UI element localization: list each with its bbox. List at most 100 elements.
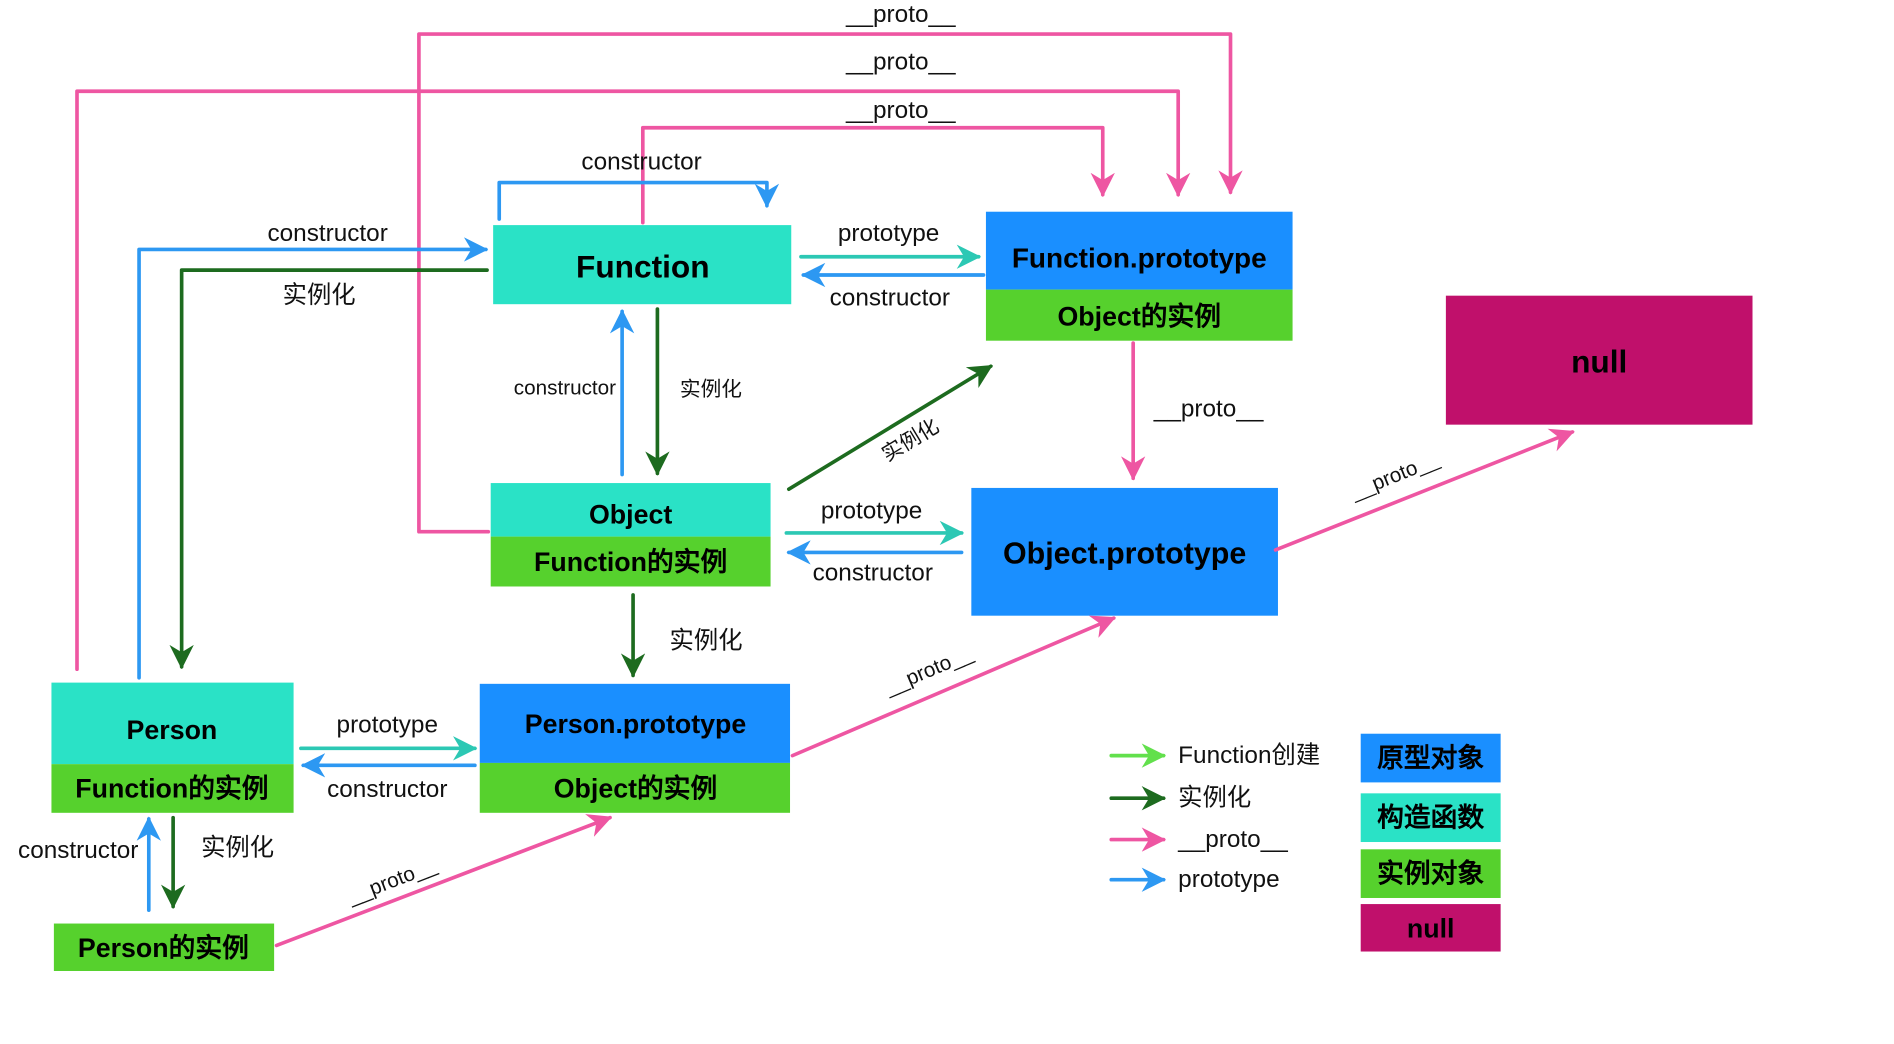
constructor-label: constructor xyxy=(327,776,447,803)
legend-proto: __proto__ xyxy=(1109,826,1288,853)
constructor-label: constructor xyxy=(18,837,138,864)
object-prototype-title: Object.prototype xyxy=(1003,537,1246,571)
null-swatch-label: null xyxy=(1407,913,1455,943)
function-prototype-subtitle: Object的实例 xyxy=(1058,300,1222,331)
null-title: null xyxy=(1571,343,1627,379)
person-title: Person xyxy=(127,715,218,745)
edge-instantiate-object-to-person-prototype: 实例化 xyxy=(620,593,743,678)
person-prototype-title: Person.prototype xyxy=(525,709,746,739)
proto-label: __proto__ xyxy=(880,641,976,699)
null-swatch xyxy=(1360,904,1501,952)
instantiate-label: 实例化 xyxy=(670,628,743,655)
edge-instantiate-function-to-person: 实例化 xyxy=(169,268,489,670)
function-prototype-box xyxy=(985,211,1293,290)
person-prototype-box xyxy=(479,683,791,763)
edge-constructor-person-instance-to-person: constructor xyxy=(18,816,161,912)
proto-label: __proto__ xyxy=(845,1,956,28)
edge-proto-object-prototype-to-null: __proto__ xyxy=(1273,428,1575,552)
legend-arrows: Function创建 实例化 __proto__ prototype xyxy=(1109,742,1320,893)
person-prototype-subtitle: Object的实例 xyxy=(554,772,718,803)
proto-arrow xyxy=(790,615,1116,758)
edge-constructor-object-to-function: constructor xyxy=(514,309,635,477)
proto-label: __proto__ xyxy=(1346,447,1442,504)
prototype-label: prototype xyxy=(838,220,939,247)
proto-arrow xyxy=(274,814,613,948)
proto-arrow xyxy=(1273,428,1575,552)
edge-constructor-person-to-function: constructor xyxy=(137,220,489,680)
object-box xyxy=(490,483,771,537)
proto-label: __proto__ xyxy=(845,49,956,76)
proto-arrow xyxy=(75,89,1191,672)
constructor-arrow xyxy=(497,180,780,221)
object-subtitle: Function的实例 xyxy=(534,546,727,577)
constructor-label: constructor xyxy=(267,220,387,247)
legend-proto-label: __proto__ xyxy=(1177,826,1288,853)
node-object-prototype: Object.prototype xyxy=(971,487,1278,616)
edge-constructor-person-prototype-to-person: constructor xyxy=(300,753,477,803)
instance-object-swatch-label: 实例对象 xyxy=(1377,858,1484,889)
person-instance-title: Person的实例 xyxy=(78,932,249,963)
node-null: null xyxy=(1445,295,1753,425)
edge-constructor-object-prototype-to-object: constructor xyxy=(786,540,964,587)
function-box xyxy=(493,225,792,305)
edge-constructor-function-prototype-to-function: constructor xyxy=(800,262,986,312)
null-box xyxy=(1445,295,1753,425)
edge-constructor-function-self: constructor xyxy=(497,148,780,221)
edge-instantiate-object-to-function-prototype: 实例化 xyxy=(786,364,993,491)
prototype-label: prototype xyxy=(337,712,438,739)
legend-swatch-null: null xyxy=(1360,904,1501,952)
proto-arrow xyxy=(417,32,1243,534)
person-prototype-instance-band xyxy=(479,762,791,813)
person-instance-band xyxy=(51,764,294,813)
instantiate-label: 实例化 xyxy=(878,415,943,467)
proto-label: __proto__ xyxy=(845,97,956,124)
function-title: Function xyxy=(576,248,710,284)
person-instance-box xyxy=(53,923,275,971)
node-person-instance: Person的实例 xyxy=(53,923,275,971)
legend-swatch-prototype-object: 原型对象 xyxy=(1360,733,1501,783)
instantiate-label: 实例化 xyxy=(680,378,742,401)
edge-prototype-person: prototype xyxy=(299,712,478,761)
edge-instantiate-person-to-instance: 实例化 xyxy=(160,815,274,909)
node-object: Object Function的实例 xyxy=(490,483,771,587)
legend-prototype: prototype xyxy=(1109,866,1280,893)
node-function: Function xyxy=(493,225,792,305)
edge-prototype-object: prototype xyxy=(784,498,965,546)
legend-swatch-constructor-function: 构造函数 xyxy=(1360,793,1501,843)
function-prototype-instance-band xyxy=(985,289,1293,341)
legend-prototype-label: prototype xyxy=(1178,866,1279,893)
constructor-function-swatch xyxy=(1360,793,1501,843)
constructor-label: constructor xyxy=(830,285,950,312)
edge-proto-person-instance-to-person-prototype: __proto__ xyxy=(274,814,613,948)
prototype-object-swatch xyxy=(1360,733,1501,783)
node-person: Person Function的实例 xyxy=(51,682,294,813)
instantiate-arrow xyxy=(786,364,993,491)
edge-proto-function-to-function-prototype: __proto__ xyxy=(640,97,1115,225)
instantiate-label: 实例化 xyxy=(283,282,356,309)
constructor-function-swatch-label: 构造函数 xyxy=(1377,803,1484,833)
object-title: Object xyxy=(589,500,672,530)
legend-function-created: Function创建 xyxy=(1109,742,1320,769)
node-function-prototype: Function.prototype Object的实例 xyxy=(985,211,1293,341)
object-instance-band xyxy=(490,536,771,587)
instance-object-swatch xyxy=(1360,849,1501,898)
function-prototype-title: Function.prototype xyxy=(1012,242,1267,273)
edge-proto-object-to-function-prototype: __proto__ xyxy=(417,1,1243,534)
instantiate-label: 实例化 xyxy=(201,835,274,862)
edge-proto-function-prototype-to-object-prototype: __proto__ xyxy=(1120,341,1264,481)
edge-proto-person-to-function-prototype: __proto__ xyxy=(75,49,1191,672)
proto-label: __proto__ xyxy=(1153,395,1264,422)
constructor-label: constructor xyxy=(514,377,616,400)
legend-swatch-instance-object: 实例对象 xyxy=(1360,849,1501,898)
edge-instantiate-function-to-object: 实例化 xyxy=(645,307,742,476)
edge-proto-person-prototype-to-object-prototype: __proto__ xyxy=(790,615,1116,758)
proto-arrow xyxy=(640,125,1115,225)
prototype-object-swatch-label: 原型对象 xyxy=(1377,742,1484,773)
constructor-label: constructor xyxy=(581,148,701,175)
constructor-arrow xyxy=(137,237,489,680)
legend-instantiate: 实例化 xyxy=(1109,785,1251,812)
constructor-label: constructor xyxy=(813,560,933,587)
legend-function-created-label: Function创建 xyxy=(1178,742,1320,769)
object-prototype-box xyxy=(971,487,1278,616)
